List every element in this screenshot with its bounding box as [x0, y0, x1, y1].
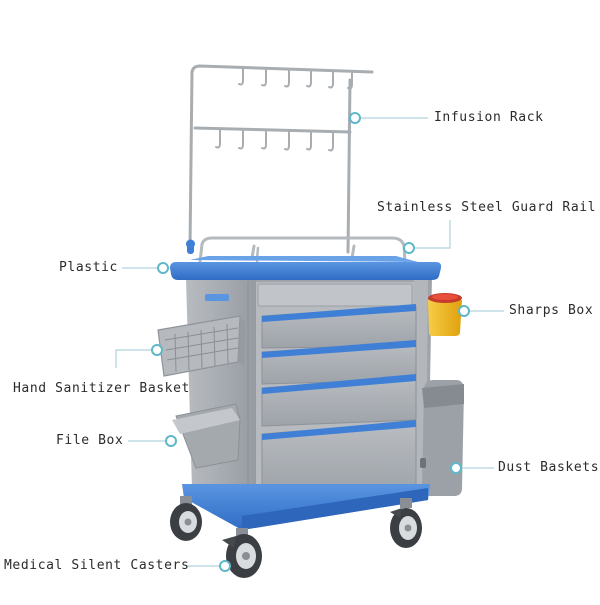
- label-hand-sanitizer-basket: Hand Sanitizer Basket: [13, 381, 190, 396]
- lock-drawer: [257, 283, 413, 307]
- lower-hooks: [215, 128, 334, 152]
- hand-sanitizer-basket: [157, 315, 246, 377]
- side-badge: [205, 294, 229, 301]
- upper-hooks: [238, 67, 353, 90]
- label-casters: Medical Silent Casters: [4, 558, 190, 573]
- label-sharps-box: Sharps Box: [509, 303, 594, 318]
- rack-crossbar: [193, 126, 352, 134]
- file-box: [172, 403, 241, 469]
- caster-front-right: [390, 498, 422, 548]
- dust-basket-lid: [422, 384, 464, 408]
- drawer-2-handle: [262, 340, 416, 358]
- label-infusion-rack: Infusion Rack: [434, 110, 544, 125]
- label-plastic: Plastic: [59, 260, 118, 275]
- label-file-box: File Box: [56, 433, 124, 448]
- marker-sharps-box: [458, 305, 470, 317]
- rack-pole-right: [346, 78, 352, 254]
- marker-infusion-rack: [349, 112, 361, 124]
- sharps-box: [428, 293, 462, 336]
- top-tray: [170, 262, 442, 280]
- infusion-rack: [188, 64, 374, 254]
- drawer-3-handle: [262, 374, 416, 394]
- leader-lines: [115, 117, 504, 567]
- drawer-1-handle: [262, 304, 416, 322]
- drawer-4-handle: [262, 420, 416, 440]
- leader-hand-sanitizer: [115, 349, 152, 368]
- marker-file-box: [165, 435, 177, 447]
- marker-dust-baskets: [450, 462, 462, 474]
- marker-plastic: [157, 262, 169, 274]
- markers: [151, 112, 470, 572]
- pole-knob-cap: [186, 239, 195, 249]
- left-side-panel: [186, 278, 256, 505]
- leader-guard-rail: [414, 220, 451, 249]
- marker-hand-sanitizer: [151, 344, 163, 356]
- rack-pole-left: [188, 64, 374, 250]
- marker-casters: [219, 560, 231, 572]
- label-guard-rail: Stainless Steel Guard Rail: [377, 200, 597, 215]
- label-dust-baskets: Dust Baskets: [498, 460, 600, 475]
- caster-back-left: [170, 496, 202, 541]
- marker-guard-rail: [403, 242, 415, 254]
- caster-front-left: [222, 528, 262, 578]
